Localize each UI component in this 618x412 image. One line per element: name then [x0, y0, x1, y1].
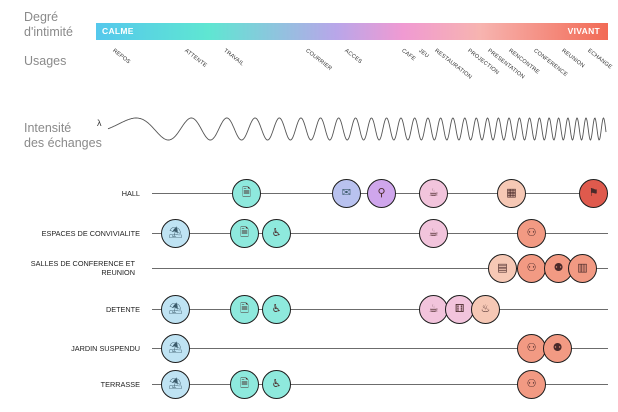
work-icon: 🗎 [230, 219, 259, 248]
rest-icon: ⛱ [161, 219, 190, 248]
row-line-terrasse [152, 384, 608, 385]
rest-icon: ⛱ [161, 370, 190, 399]
intensity-wave-line [107, 117, 607, 141]
intensity-label-line1: Intensité [24, 121, 72, 135]
work-icon: 🗎 [230, 370, 259, 399]
restaurant-icon: ♨ [471, 295, 500, 324]
wait-icon: ♿ [262, 370, 291, 399]
wait-icon: ♿ [262, 219, 291, 248]
wait-icon: ♿ [262, 295, 291, 324]
meeting-icon: ⚇ [517, 219, 546, 248]
rest-icon: ⛱ [161, 334, 190, 363]
game-icon: ⚅ [445, 295, 474, 324]
row-label-espaces-de-convivialite: ESPACES DE CONVIVIALITE [41, 229, 140, 238]
usages-label: Usages [24, 54, 66, 69]
projection-icon: ▦ [497, 179, 526, 208]
mail-icon: ✉ [332, 179, 361, 208]
work-icon: 🗎 [232, 179, 261, 208]
access-icon: ⚲ [367, 179, 396, 208]
intimacy-label-line1: Degré [24, 10, 59, 24]
row-label-jardin-suspendu: JARDIN SUSPENDU [71, 344, 140, 353]
intensity-wave [107, 117, 607, 141]
intimacy-label-line2: d'intimité [24, 25, 73, 39]
intimacy-gradient-bar: CALME VIVANT [96, 23, 608, 40]
conference-icon: ⚉ [543, 334, 572, 363]
meeting-icon: ⚇ [517, 334, 546, 363]
intensity-label: Intensité des échanges [24, 121, 102, 151]
scale-start-label: CALME [102, 26, 134, 36]
lambda-symbol: λ [97, 118, 102, 128]
exchange-icon: ⚑ [579, 179, 608, 208]
work-icon: 🗎 [230, 295, 259, 324]
meeting-icon: ⚇ [517, 254, 546, 283]
presentation-icon: ▤ [488, 254, 517, 283]
rest-icon: ⛱ [161, 295, 190, 324]
row-label-terrasse: TERRASSE [100, 380, 140, 389]
meeting-icon: ⚇ [517, 370, 546, 399]
usages-label-text: Usages [24, 54, 67, 68]
cafe-icon: ☕ [419, 219, 448, 248]
cafe-icon: ☕ [419, 295, 448, 324]
row-line-jardin-suspendu [152, 348, 608, 349]
cafe-icon: ☕ [419, 179, 448, 208]
row-label-salles-de-conference-et-reunion: SALLES DE CONFERENCE ET REUNION [30, 259, 135, 277]
row-line-espaces-de-convivialite [152, 233, 608, 234]
row-line-detente [152, 309, 608, 310]
row-line-salles-de-conference-et-reunion [152, 268, 608, 269]
intensity-label-line2: des échanges [24, 136, 102, 150]
row-label-detente: DETENTE [105, 305, 140, 314]
scale-end-label: VIVANT [567, 26, 600, 36]
reunion-icon: ▥ [568, 254, 597, 283]
row-label-hall: HALL [121, 189, 140, 198]
intimacy-label: Degré d'intimité [24, 10, 73, 40]
